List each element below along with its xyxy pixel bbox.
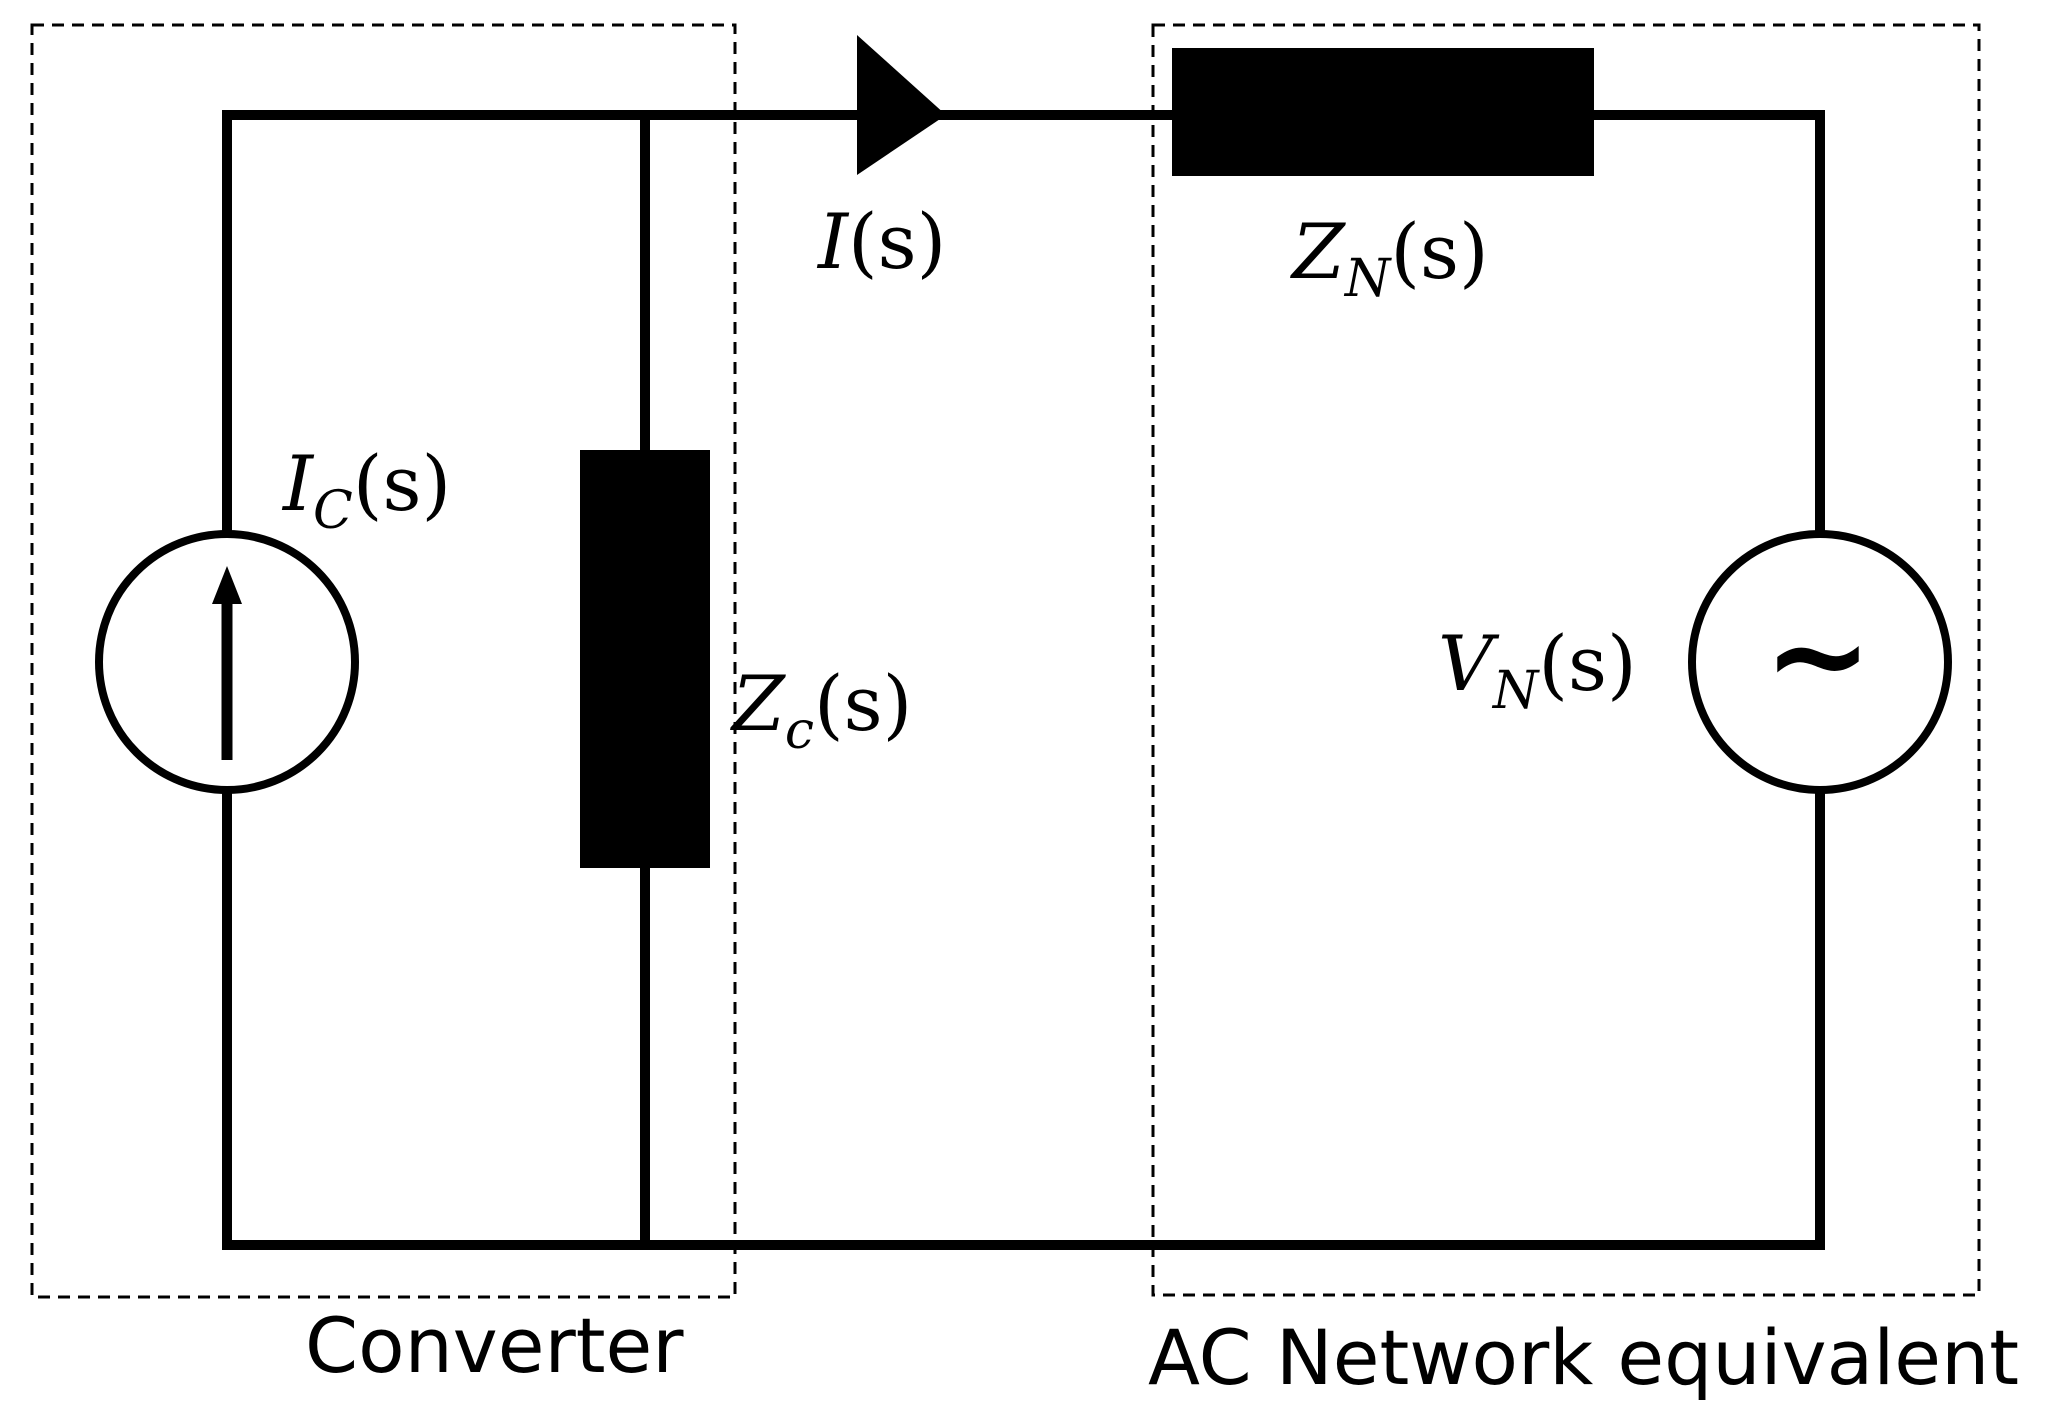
converter-boundary-box [30, 23, 737, 1299]
network-impedance-label: ZN(s) [1290, 207, 1489, 309]
network-voltage-label: VN(s) [1438, 619, 1637, 721]
current-source-label: IC(s) [281, 439, 451, 541]
current-direction-arrow [857, 35, 946, 175]
line-current-label: I(s) [816, 197, 946, 286]
voltage-source-circle [1688, 530, 1952, 794]
network-boundary-box [1151, 23, 1981, 1297]
current-source-arrow-icon [212, 566, 242, 604]
converter-impedance-label: Zc(s) [730, 659, 912, 761]
current-source [95, 530, 359, 794]
network-caption: AC Network equivalent [1148, 1313, 2019, 1402]
tilde-icon: ∼ [1764, 579, 1873, 731]
network-impedance-block [1172, 48, 1594, 176]
voltage-source: ∼ [1688, 530, 1952, 794]
converter-caption: Converter [305, 1301, 684, 1390]
converter-impedance-block [580, 450, 710, 868]
